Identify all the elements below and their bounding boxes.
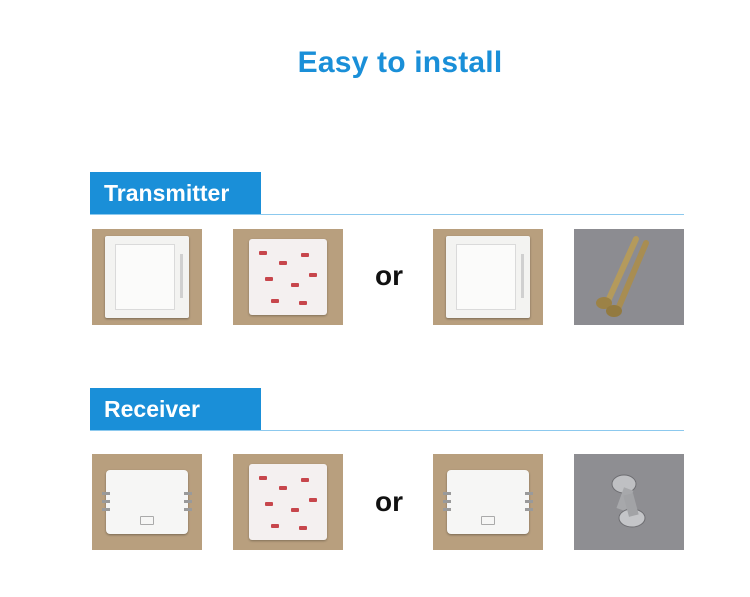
adhesive-pad-image	[233, 229, 343, 325]
transmitter-device-image	[433, 229, 543, 325]
adhesive-pad-image	[233, 454, 343, 550]
receiver-header: Receiver	[90, 388, 684, 431]
or-separator: or	[375, 260, 403, 291]
receiver-device-image	[433, 454, 543, 550]
transmitter-device-image	[92, 229, 202, 325]
transmitter-header: Transmitter	[90, 172, 684, 215]
receiver-label: Receiver	[90, 388, 261, 430]
or-separator: or	[375, 486, 403, 517]
transmitter-label: Transmitter	[90, 172, 261, 214]
short-screws-image	[574, 454, 684, 550]
page-title: Easy to install	[297, 46, 503, 79]
screw-icon	[574, 229, 684, 325]
screw-icon	[574, 454, 684, 550]
receiver-device-image	[92, 454, 202, 550]
long-screws-image	[574, 229, 684, 325]
